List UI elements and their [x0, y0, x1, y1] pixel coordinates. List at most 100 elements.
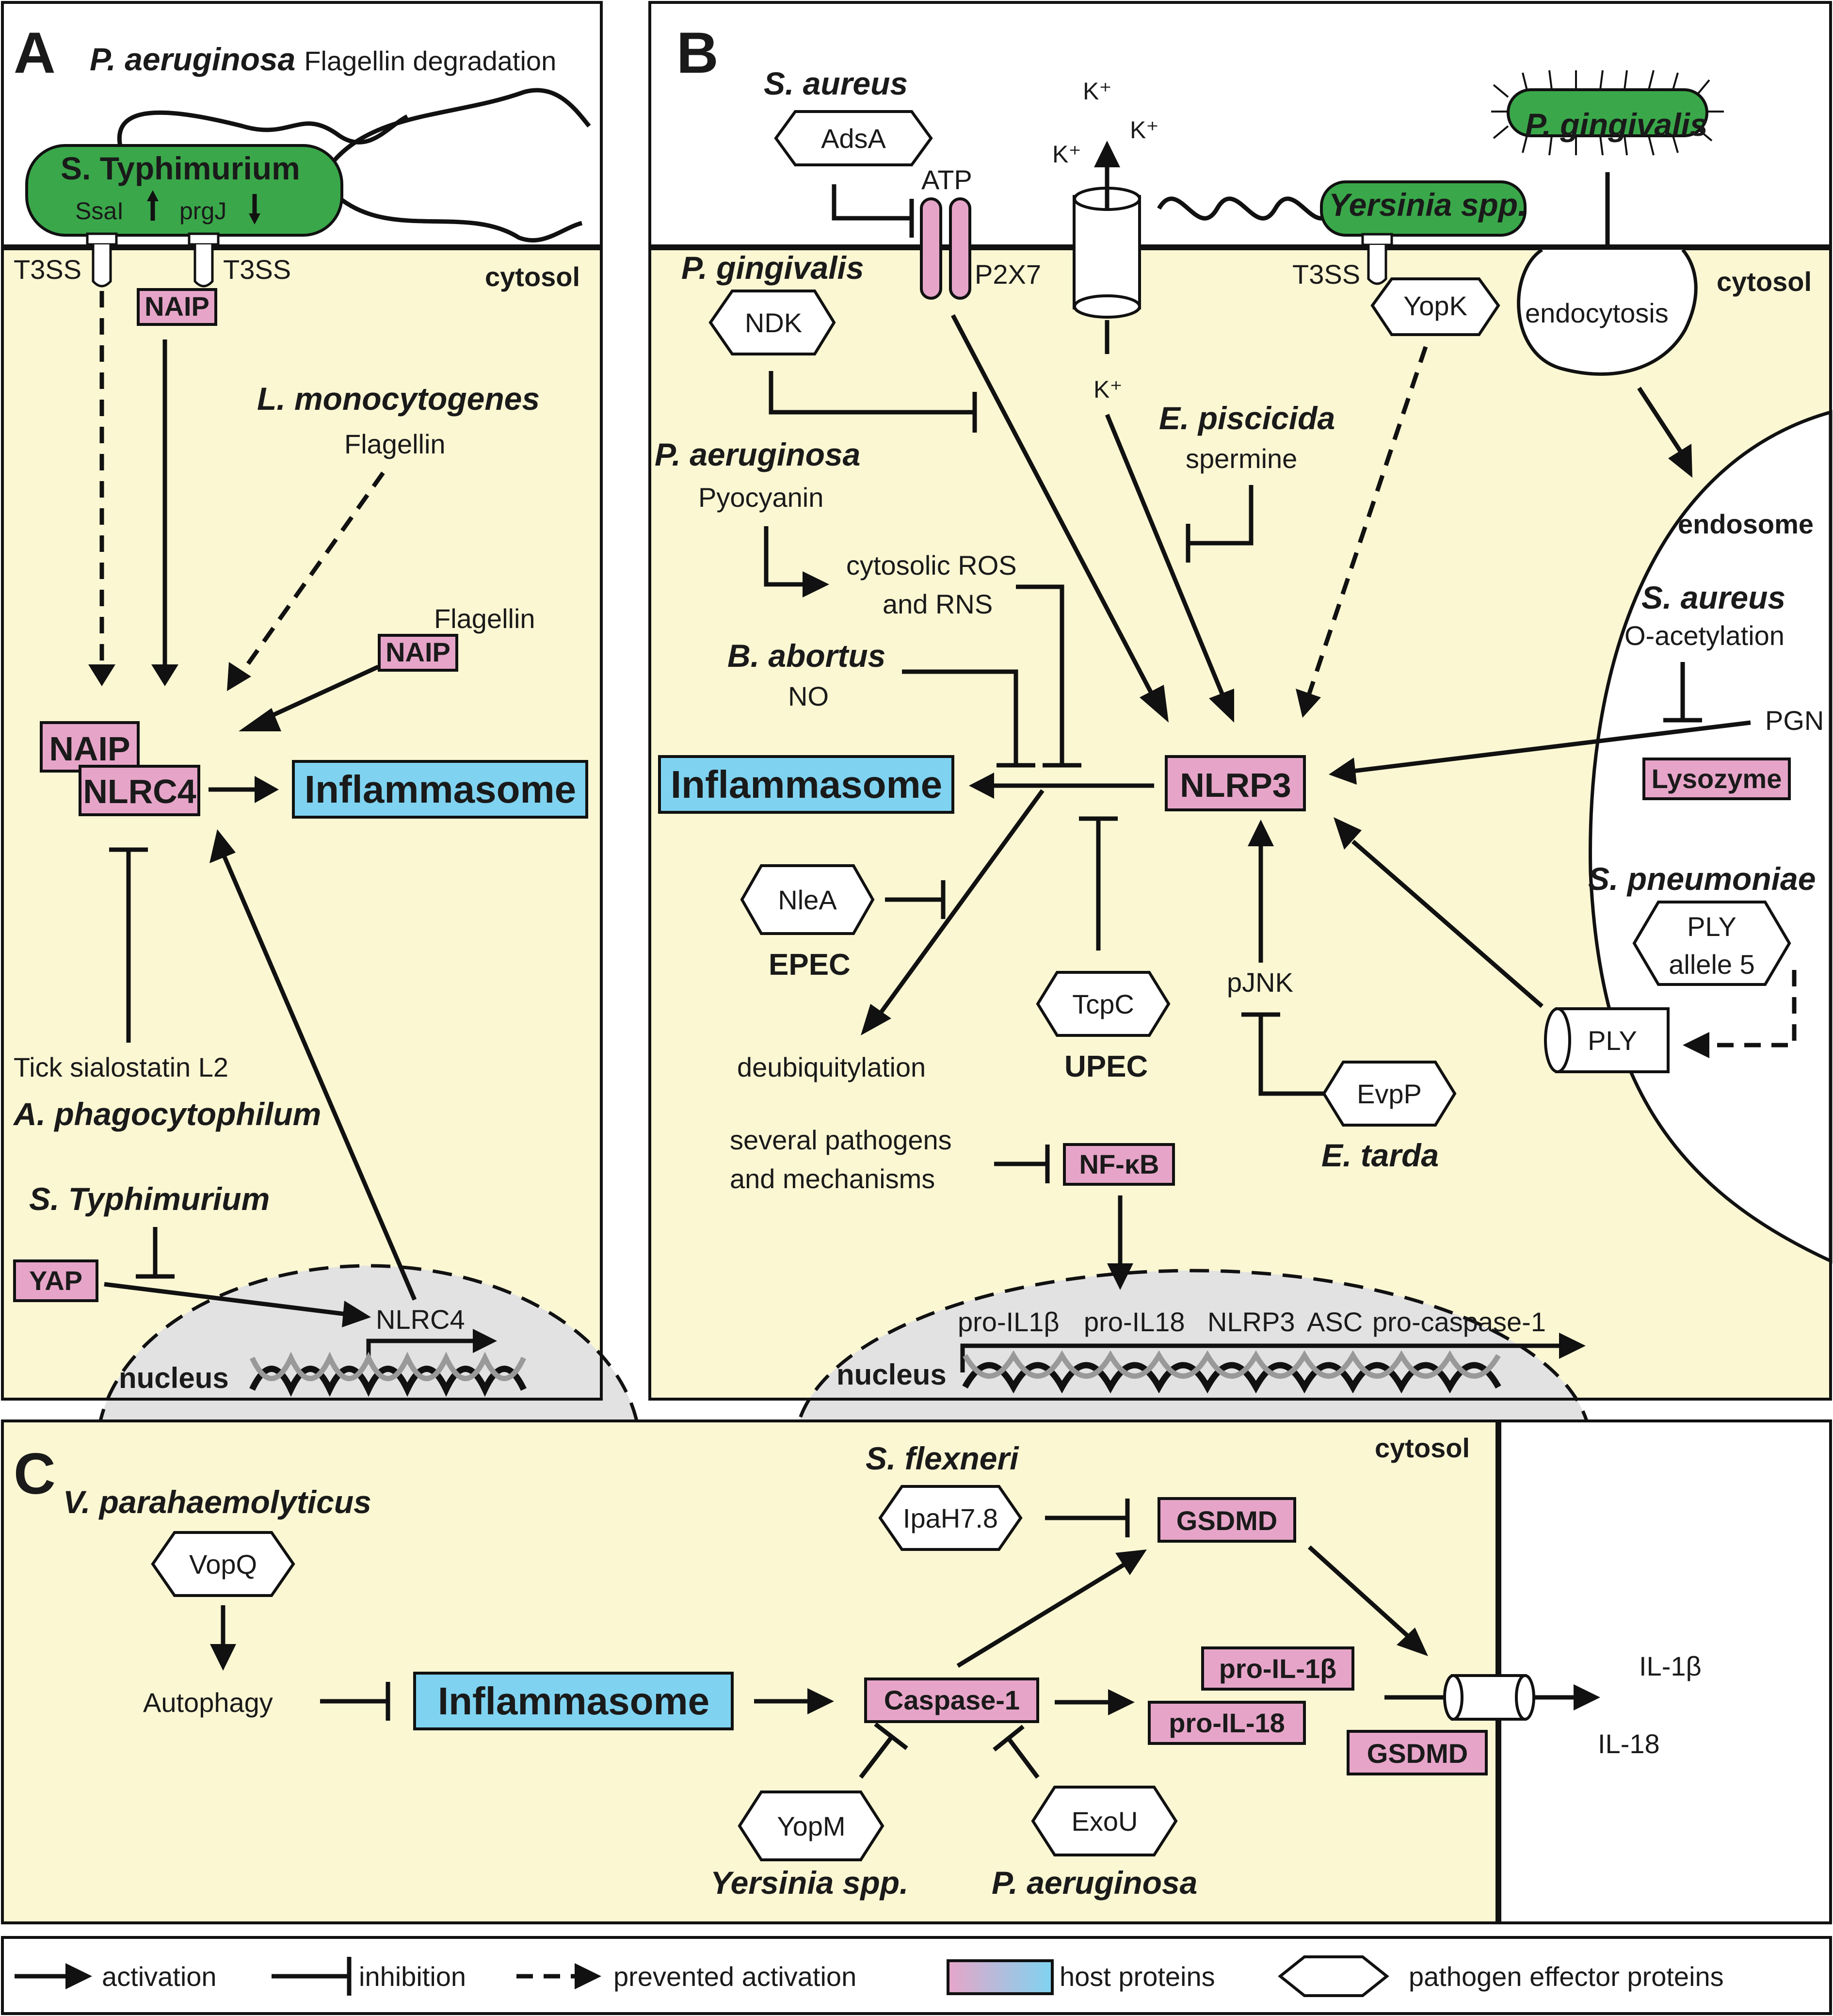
b-upec: UPEC — [1064, 1050, 1148, 1083]
svg-text:GSDMD: GSDMD — [1367, 1738, 1468, 1769]
naip-box — [40, 721, 140, 773]
t3ss-channel — [86, 232, 118, 246]
svg-text:pro-IL-18: pro-IL-18 — [1169, 1708, 1285, 1738]
inhibition-line — [320, 1682, 390, 1721]
svg-text:pathogen effector proteins: pathogen effector proteins — [1409, 1961, 1724, 1992]
b-several2: and mechanisms — [730, 1163, 935, 1194]
b-epec: EPEC — [769, 948, 851, 982]
b-no: NO — [788, 681, 829, 711]
a-styph: S. Typhimurium — [29, 1181, 270, 1217]
activation-arrow — [221, 853, 417, 1301]
svg-text:Lysozyme: Lysozyme — [1652, 763, 1782, 794]
c-sflex: S. flexneri — [866, 1440, 1019, 1476]
inhibition-line — [1079, 816, 1118, 951]
gene-label: NLRP3 — [1207, 1306, 1295, 1337]
activation-arrow — [951, 314, 1156, 700]
b-pjnk: pJNK — [1227, 967, 1293, 998]
inhibition-line — [136, 1227, 175, 1279]
inhibition-line — [109, 847, 148, 1043]
b-pyocyanin: Pyocyanin — [698, 482, 823, 513]
activation-arrow — [1351, 839, 1544, 1008]
b-pgn: PGN — [1765, 705, 1824, 736]
a-prgj: prgJ — [179, 197, 226, 225]
a-aphago: A. phagocytophilum — [13, 1096, 321, 1132]
inhibition-line — [994, 1145, 1050, 1183]
dna-icon — [962, 1350, 1501, 1394]
a-flagellin-right: Flagellin — [434, 603, 535, 634]
svg-text:Inflammasome: Inflammasome — [305, 768, 576, 811]
panel-label-a: A — [14, 20, 56, 85]
gene-label: pro-caspase-1 — [1372, 1306, 1546, 1337]
exou-effector — [1031, 1786, 1178, 1856]
inhibition-line — [832, 184, 914, 238]
svg-text:YopM: YopM — [777, 1811, 845, 1841]
ipah-effector — [878, 1485, 1023, 1551]
flagellum — [333, 192, 583, 242]
a-tick: Tick sialostatin L2 — [14, 1052, 228, 1082]
panel-label-c: C — [14, 1441, 56, 1506]
yersinia-bacterium — [1320, 180, 1527, 237]
a-nucleus: nucleus — [119, 1362, 229, 1394]
inhibition-line — [885, 880, 946, 919]
activation-arrow — [1105, 414, 1224, 694]
inhibition-line — [859, 1722, 908, 1779]
s-typhimurium-bacterium — [25, 144, 343, 237]
b-k-in: K⁺ — [1093, 376, 1123, 403]
inhibition-line — [1186, 485, 1254, 563]
a-lmono-flagellin: Flagellin — [344, 429, 446, 459]
b-pging-left: P. gingivalis — [681, 250, 864, 286]
b-spermine: spermine — [1186, 443, 1297, 474]
c-il1b: IL-1β — [1639, 1651, 1702, 1681]
transcription-arrow — [960, 1343, 1561, 1372]
inflammasome-a — [292, 760, 588, 819]
gsdmd-box-top — [1158, 1497, 1296, 1543]
b-oacetyl: O-acetylation — [1624, 620, 1785, 651]
nfkb-box — [1063, 1143, 1175, 1186]
svg-text:EvpP: EvpP — [1357, 1079, 1422, 1109]
nlea-effector — [740, 864, 875, 935]
svg-text:inhibition: inhibition — [359, 1961, 466, 1992]
b-episcicida: E. piscicida — [1159, 400, 1335, 436]
c-paerug: P. aeruginosa — [992, 1865, 1197, 1901]
activation-arrow — [1352, 720, 1751, 774]
svg-text:NAIP: NAIP — [49, 730, 130, 768]
a-title-species: P. aeruginosa — [90, 41, 295, 77]
a-cytosol: cytosol — [485, 261, 580, 292]
inflammasome-b — [658, 755, 954, 814]
svg-text:PLY: PLY — [1687, 911, 1737, 942]
legend-effector-proteins: pathogen effector proteins — [1278, 1955, 1724, 1997]
svg-text:NLRC4: NLRC4 — [83, 773, 196, 810]
svg-text:PLY: PLY — [1588, 1025, 1637, 1056]
b-p2x7: P2X7 — [975, 259, 1041, 290]
naip-box-top — [137, 288, 217, 326]
c-cytosol: cytosol — [1375, 1433, 1470, 1463]
t3ss-channel — [1361, 233, 1393, 246]
p-gingivalis-hairs — [1491, 70, 1724, 156]
svg-text:P. gingivalis: P. gingivalis — [1525, 107, 1708, 143]
b-endosome: endosome — [1678, 509, 1814, 539]
legend-host-proteins: host proteins — [947, 1959, 1215, 1995]
gsdmd-pore — [1443, 1674, 1535, 1721]
adsa-effector — [774, 110, 933, 166]
b-endocytosis: endocytosis — [1525, 298, 1669, 328]
svg-text:allele 5: allele 5 — [1669, 949, 1754, 980]
nlrc4-box — [79, 765, 200, 816]
b-etarda: E. tarda — [1321, 1137, 1439, 1173]
tcpc-effector — [1036, 971, 1171, 1037]
ply-pore: PLY — [1544, 1007, 1670, 1073]
activation-arrow — [104, 1282, 347, 1317]
svg-text:Inflammasome: Inflammasome — [671, 763, 942, 806]
svg-text:YopK: YopK — [1403, 290, 1467, 321]
inhibition-line — [993, 1725, 1040, 1779]
inhibition-line — [1045, 1499, 1130, 1537]
activation-arrow — [1307, 1545, 1411, 1639]
legend-inhibition: inhibition — [272, 1957, 466, 1996]
b-cytosol: cytosol — [1717, 266, 1812, 297]
activation-arrow — [1637, 387, 1682, 452]
svg-text:NLRP3: NLRP3 — [1180, 766, 1291, 804]
activation-arrow — [956, 1562, 1126, 1668]
inflammasome-c — [413, 1672, 734, 1730]
svg-text:AdsA: AdsA — [821, 123, 886, 154]
